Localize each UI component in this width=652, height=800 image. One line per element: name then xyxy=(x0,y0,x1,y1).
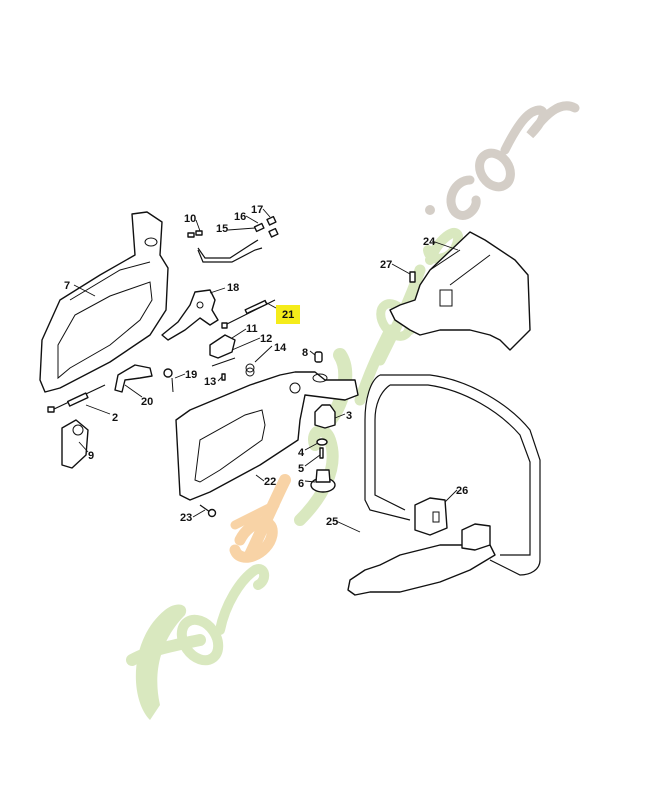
label-19[interactable]: 19 xyxy=(185,369,198,381)
part-20-lever[interactable] xyxy=(114,364,153,393)
part-26-clamp[interactable] xyxy=(414,497,491,551)
label-21-highlighted[interactable]: 21 xyxy=(276,305,301,324)
part-4-washer[interactable] xyxy=(316,438,328,446)
label-2[interactable]: 2 xyxy=(112,412,119,424)
label-23[interactable]: 23 xyxy=(180,512,193,524)
part-8-sleeve[interactable] xyxy=(314,351,323,363)
label-11[interactable]: 11 xyxy=(246,323,258,335)
part-3-buffer[interactable] xyxy=(314,404,336,429)
leader-lines xyxy=(73,208,459,533)
part-11-block[interactable] xyxy=(209,334,236,359)
part-9-grip[interactable] xyxy=(61,419,89,469)
part-5-screw[interactable] xyxy=(319,447,324,459)
part-24-shield[interactable] xyxy=(389,231,531,351)
part-12-clip[interactable] xyxy=(211,357,236,367)
label-16[interactable]: 16 xyxy=(234,211,247,223)
part-25-loop-handle[interactable] xyxy=(347,374,541,596)
label-17[interactable]: 17 xyxy=(251,204,264,216)
label-27[interactable]: 27 xyxy=(380,259,393,271)
part-19-pin[interactable] xyxy=(163,368,174,393)
label-5[interactable]: 5 xyxy=(298,463,305,475)
part-22-handle-frame[interactable] xyxy=(175,371,359,501)
part-15-wire-harness[interactable] xyxy=(187,215,279,263)
label-6[interactable]: 6 xyxy=(298,478,305,490)
label-8[interactable]: 8 xyxy=(302,347,309,359)
label-15[interactable]: 15 xyxy=(216,223,229,235)
label-25[interactable]: 25 xyxy=(326,516,339,528)
part-13-screw[interactable] xyxy=(221,373,226,381)
label-13[interactable]: 13 xyxy=(204,376,217,388)
label-14[interactable]: 14 xyxy=(274,342,287,354)
label-26[interactable]: 26 xyxy=(456,485,469,497)
label-18[interactable]: 18 xyxy=(227,282,240,294)
label-24[interactable]: 24 xyxy=(423,236,436,248)
part-23-screw[interactable] xyxy=(199,504,217,518)
part-27-screw[interactable] xyxy=(409,271,416,283)
part-18-bracket[interactable] xyxy=(161,289,219,341)
label-20[interactable]: 20 xyxy=(141,396,154,408)
label-22[interactable]: 22 xyxy=(264,476,277,488)
part-6-buffer[interactable] xyxy=(310,469,336,493)
label-10[interactable]: 10 xyxy=(184,213,197,225)
part-2-rod[interactable] xyxy=(47,384,106,413)
label-7[interactable]: 7 xyxy=(64,280,71,292)
part-14-spring[interactable] xyxy=(245,363,255,377)
label-12[interactable]: 12 xyxy=(260,333,273,345)
part-7-handle-housing[interactable] xyxy=(39,211,169,393)
label-4[interactable]: 4 xyxy=(298,447,305,459)
label-3[interactable]: 3 xyxy=(346,410,353,422)
label-9[interactable]: 9 xyxy=(88,450,95,462)
